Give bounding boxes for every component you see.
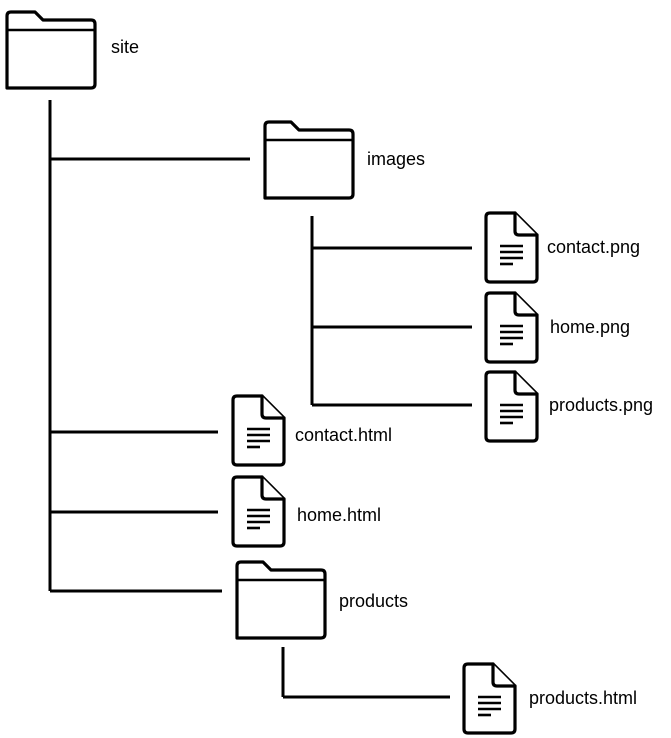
folder-icon xyxy=(235,560,327,640)
node-label: images xyxy=(367,149,425,169)
tree-connectors xyxy=(48,100,472,699)
node-contact-png[interactable]: contact.png xyxy=(484,211,640,284)
file-icon xyxy=(231,475,286,548)
node-home-png[interactable]: home.png xyxy=(484,291,630,364)
node-label: home.html xyxy=(297,505,381,525)
node-products[interactable]: products xyxy=(235,560,408,640)
node-label: products.html xyxy=(529,688,637,708)
node-site[interactable]: site xyxy=(5,10,139,90)
node-label: products xyxy=(339,591,408,611)
folder-icon xyxy=(263,120,355,200)
file-icon xyxy=(231,394,286,467)
folder-icon xyxy=(5,10,97,90)
node-products-html[interactable]: products.html xyxy=(462,662,637,735)
node-images[interactable]: images xyxy=(263,120,425,200)
node-label: contact.png xyxy=(547,237,640,257)
node-contact-html[interactable]: contact.html xyxy=(231,394,392,467)
node-label: home.png xyxy=(550,317,630,337)
node-home-html[interactable]: home.html xyxy=(231,475,381,548)
file-icon xyxy=(462,662,517,735)
node-products-png[interactable]: products.png xyxy=(484,370,653,443)
file-icon xyxy=(484,291,539,364)
file-icon xyxy=(484,211,539,284)
file-icon xyxy=(484,370,539,443)
node-label: products.png xyxy=(549,395,653,415)
node-label: contact.html xyxy=(295,425,392,445)
node-label: site xyxy=(111,37,139,57)
